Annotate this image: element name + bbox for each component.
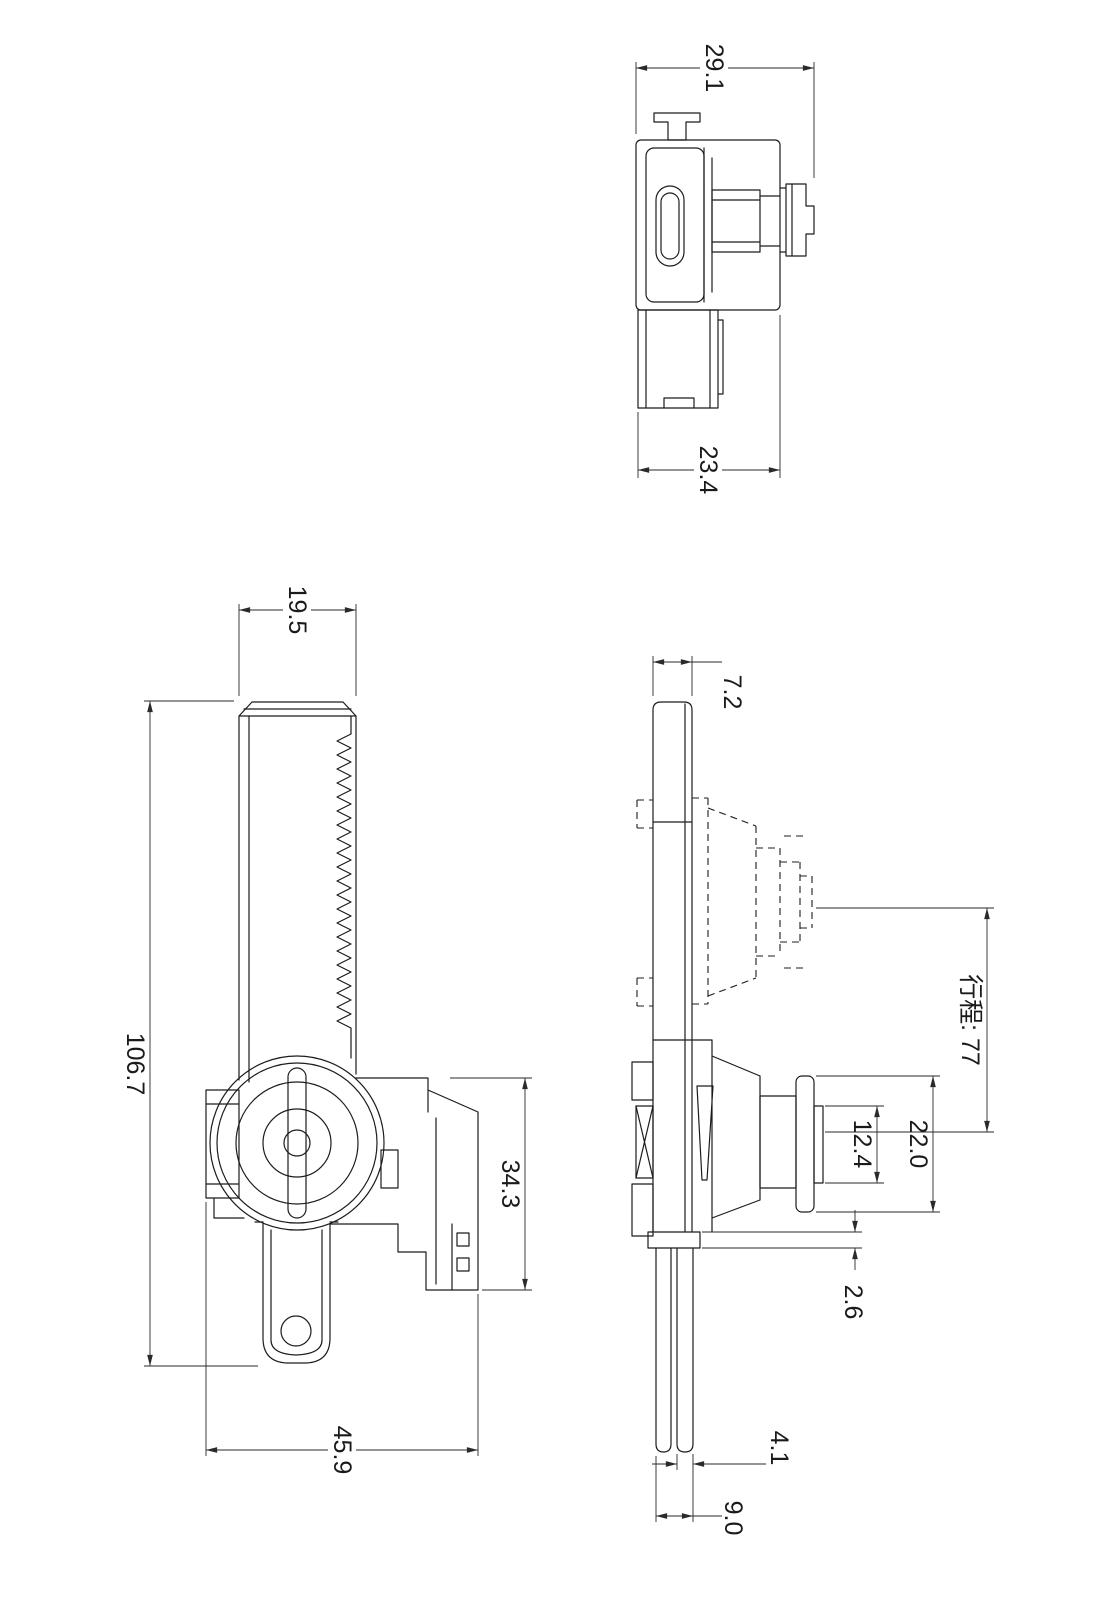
front-view-connector-lines <box>427 1089 453 1291</box>
extension-line <box>825 1105 884 1184</box>
dim-4-1-label: 4.1 <box>765 1431 793 1466</box>
front-view-bottom-tab-hole <box>280 1315 312 1347</box>
side-view-left-boss-mid <box>635 1105 654 1179</box>
dim-7-2-label: 7.2 <box>718 675 746 710</box>
extension-line <box>205 1202 479 1456</box>
front-view-body-cap-lines <box>238 708 357 717</box>
front-view-connector-pin-1 <box>456 1232 470 1247</box>
side-view-hidden-left-bits <box>636 799 653 1007</box>
dimension-flange-diameter: 22.0 <box>816 1075 940 1213</box>
side-view-rod-2 <box>676 1247 694 1453</box>
front-view-housing-circle-outer <box>209 1055 385 1231</box>
dim-106-7-label: 106.7 <box>121 1033 149 1096</box>
front-view-connector-outline <box>329 1077 479 1291</box>
front-view-connector-notch <box>380 1149 399 1189</box>
dim-23-4-label: 23.4 <box>694 446 722 495</box>
dimension-boss-diameter: 12.4 <box>825 1105 884 1184</box>
front-view-bottom-tab-inner <box>254 1221 339 1356</box>
extension-line <box>635 62 815 178</box>
top-view-latch-block <box>711 189 761 253</box>
dim-22-0-label: 22.0 <box>904 1120 932 1169</box>
front-view-left-tab <box>205 1089 240 1199</box>
side-view-base-plate <box>647 1231 701 1249</box>
top-view-slot-outer <box>655 185 685 267</box>
side-view-bar-outline <box>652 701 693 1233</box>
dimension-body-depth: 23.4 <box>637 315 781 506</box>
dim-34-3-label: 34.3 <box>496 1160 524 1209</box>
side-view-left-boss-upper <box>631 1061 654 1101</box>
front-view-hub-circle <box>262 1108 332 1178</box>
extension-line <box>238 604 357 696</box>
top-view-lower-box <box>637 309 719 409</box>
dimension-body-width: 19.5 <box>238 574 357 696</box>
dimension-overall-height: 106.7 <box>121 700 258 1367</box>
side-view-plunger-tip <box>813 1105 824 1184</box>
front-view-body-outline <box>238 701 357 1081</box>
dimension-connector-height: 34.3 <box>450 1077 532 1291</box>
extension-line <box>637 315 781 478</box>
top-view: 29.1 23.4 <box>635 32 815 506</box>
dimension-stroke-travel: 行程: 77 <box>816 907 994 1133</box>
dimension-text-mask <box>328 1414 356 1486</box>
side-view-plunger-guide <box>691 1039 714 1233</box>
side-view-plunger-flange <box>795 1075 815 1213</box>
front-view-center-hole <box>283 1129 311 1157</box>
side-view-hidden-plunger <box>692 797 813 1005</box>
side-view: 7.2 行程: 77 22.0 12.4 2.6 <box>631 656 994 1536</box>
top-view-side-tab <box>779 183 815 257</box>
side-view-left-boss-cross <box>635 1105 654 1179</box>
dim-19-5-label: 19.5 <box>283 586 311 635</box>
side-view-rod-1 <box>655 1247 672 1453</box>
top-view-screw-head <box>653 112 701 141</box>
dimension-overall-depth: 29.1 <box>635 32 815 178</box>
extension-line <box>816 1075 940 1213</box>
dim-9-0-label: 9.0 <box>719 1501 747 1536</box>
side-view-plunger-cone <box>711 1055 761 1219</box>
top-view-divider-lines <box>703 147 713 303</box>
dim-2-6-label: 2.6 <box>839 1285 867 1320</box>
front-view-bottom-tab-outline <box>262 1223 331 1364</box>
top-view-lower-box-lines <box>645 309 724 409</box>
front-view-connector-pin-2 <box>456 1257 470 1272</box>
dim-stroke-label: 行程: 77 <box>956 974 984 1066</box>
top-view-inner-housing <box>645 147 705 303</box>
dimension-bar-thickness: 7.2 <box>652 656 746 710</box>
top-view-slot-inner <box>660 192 680 260</box>
side-view-left-boss-lower <box>631 1183 654 1237</box>
dimension-rod-width: 4.1 <box>652 1431 793 1522</box>
dim-12-4-label: 12.4 <box>848 1120 876 1169</box>
side-view-plunger-cylinder <box>759 1095 797 1189</box>
dimension-overall-width: 45.9 <box>205 1202 479 1486</box>
front-view-housing-circle-inner <box>235 1081 359 1205</box>
dimension-text-mask <box>700 32 728 104</box>
front-view-housing-circle-rim <box>216 1062 378 1224</box>
front-view-rack-teeth <box>336 715 352 1059</box>
top-view-body-outline <box>635 139 781 311</box>
dimension-plate-thickness: 2.6 <box>702 1210 867 1319</box>
front-view-left-tab-lines <box>205 1103 245 1219</box>
top-view-latch-lines <box>711 195 781 247</box>
extension-line <box>816 907 994 1133</box>
extension-line <box>450 1077 532 1291</box>
dimension-text-mask <box>283 574 311 646</box>
dim-29-1-label: 29.1 <box>700 44 728 93</box>
side-view-bar-lines <box>652 703 693 1233</box>
extension-line <box>702 1231 862 1249</box>
front-view-hub-slot <box>287 1067 307 1219</box>
extension-line <box>676 1454 694 1522</box>
front-view: 19.5 106.7 34.3 45.9 <box>121 574 532 1486</box>
dimension-text-mask <box>694 434 722 506</box>
dim-45-9-label: 45.9 <box>328 1426 356 1475</box>
extension-line <box>144 700 258 1367</box>
dimension-rod-span: 9.0 <box>655 1456 747 1536</box>
